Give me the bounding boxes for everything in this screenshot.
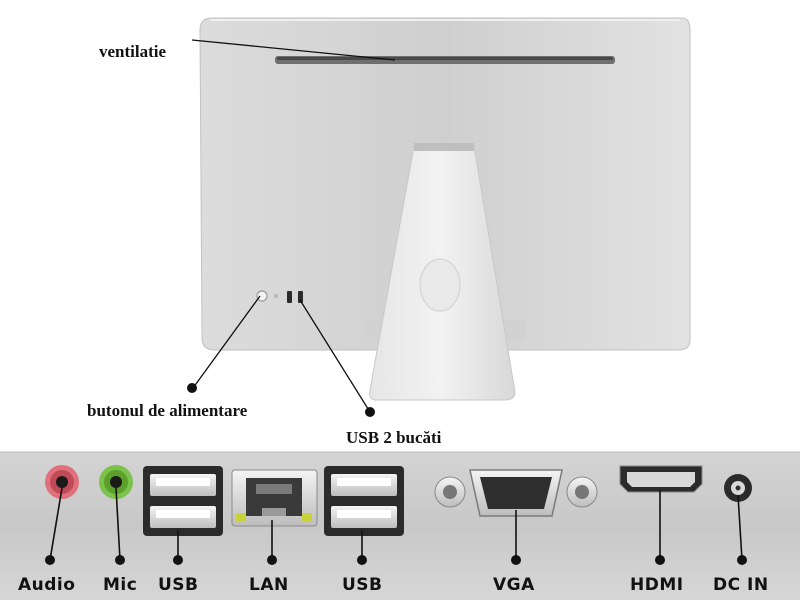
audio-jack (45, 465, 79, 499)
callout-lines-top (191, 39, 396, 413)
label-power-button: butonul de alimentare (87, 401, 248, 420)
usb-port-right (324, 466, 404, 536)
monitor-stand (366, 143, 526, 401)
power-button (256, 290, 278, 302)
mic-jack (99, 465, 133, 499)
label-audio: Audio (18, 575, 76, 595)
label-vga: VGA (493, 575, 535, 595)
ventilation-grille (275, 56, 615, 64)
callout-dots-ports (45, 555, 747, 565)
callout-dots-top (187, 383, 375, 417)
label-usb-right: USB (342, 575, 383, 595)
hdmi-port (619, 465, 703, 493)
label-mic: Mic (103, 575, 138, 595)
label-usb-2: USB 2 bucăti (346, 428, 442, 447)
vga-port (434, 469, 598, 517)
label-lan: LAN (249, 575, 289, 595)
label-usb-left: USB (158, 575, 199, 595)
usb-port-left (143, 466, 223, 536)
label-hdmi: HDMI (630, 575, 684, 595)
lan-port (231, 469, 318, 527)
dc-in-port (724, 474, 752, 502)
side-usb-ports (287, 291, 303, 303)
label-ventilation: ventilatie (99, 42, 167, 61)
label-dc-in: DC IN (713, 575, 769, 595)
